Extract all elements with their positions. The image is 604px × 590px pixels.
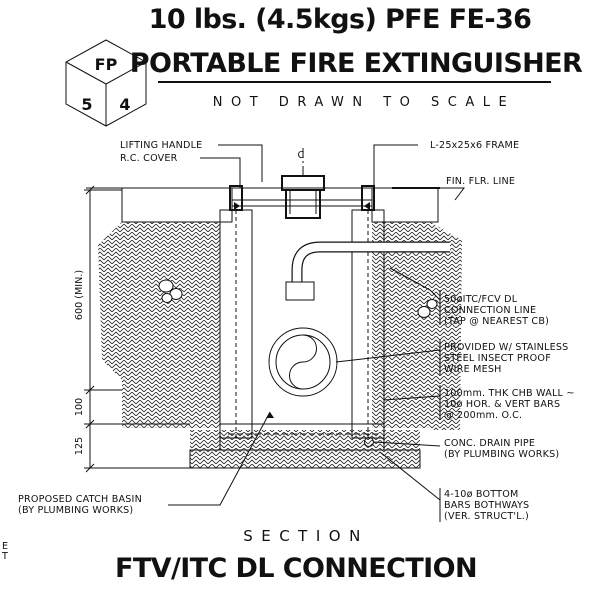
label-bottom-bars-3: (VER. STRUCT'L.) [444,511,529,522]
label-catch-basin-2: (BY PLUMBING WORKS) [18,505,133,516]
label-frame: L-25x25x6 FRAME [430,140,519,151]
label-chb-wall-2: 10ø HOR. & VERT BARS [444,399,560,410]
label-connection-line-3: (TAP @ NEAREST CB) [444,316,549,327]
label-fin-flr-line: FIN. FLR. LINE [446,176,515,187]
label-connection-line-2: CONNECTION LINE [444,305,536,316]
pipe-penetration [268,327,338,397]
fp-badge: FP 5 4 [65,39,147,127]
title-line-1: 10 lbs. (4.5kgs) PFE FE-36 [149,4,532,35]
label-insect-proof-2: STEEL INSECT PROOF [444,353,551,364]
connection-pipe [285,241,450,301]
leader-lines [168,144,441,522]
dimension-lines: 600 (MIN.) 100 125 [74,185,190,473]
badge-top: FP [95,55,118,74]
pebbles [158,279,438,318]
label-centerline: C [298,150,305,161]
badge-right: 4 [119,95,130,114]
drawing-title: FTV/ITC DL CONNECTION [115,553,477,584]
label-drain-pipe-2: (BY PLUMBING WORKS) [444,449,559,460]
section-label: SECTION [243,527,369,545]
label-lifting-handle: LIFTING HANDLE [120,140,202,151]
lifting-handle [281,175,325,219]
edge-fragment-2: T [1,551,8,562]
soil [98,222,462,468]
label-bottom-bars-1: 4-10ø BOTTOM [444,489,518,500]
dim-100: 100 [74,398,85,416]
title-line-2: PORTABLE FIRE EXTINGUISHER [130,48,583,79]
label-catch-basin-1: PROPOSED CATCH BASIN [18,494,142,505]
dim-600: 600 (MIN.) [74,270,85,320]
catch-basin-arrow [266,412,274,418]
label-bottom-bars-2: BARS BOTHWAYS [444,500,529,511]
bottom-slab [189,423,421,469]
label-chb-wall-3: @ 200mm. O.C. [444,410,522,421]
drain-pipe [364,437,374,447]
edge-fragment-1: E [2,541,8,552]
dim-125: 125 [74,437,85,455]
label-rc-cover: R.C. COVER [120,153,178,164]
label-chb-wall-1: 100mm. THK CHB WALL ~ [444,388,575,399]
floor-slab [86,187,465,223]
label-insect-proof-1: PROVIDED W/ STAINLESS [444,342,568,353]
label-insect-proof-3: WIRE MESH [444,364,502,375]
label-drain-pipe-1: CONC. DRAIN PIPE [444,438,535,449]
label-connection-line-1: 50øITC/FCV DL [444,294,518,305]
badge-left: 5 [81,95,92,114]
insect-proof-strainer [285,281,315,301]
scale-note: NOT DRAWN TO SCALE [213,95,515,110]
